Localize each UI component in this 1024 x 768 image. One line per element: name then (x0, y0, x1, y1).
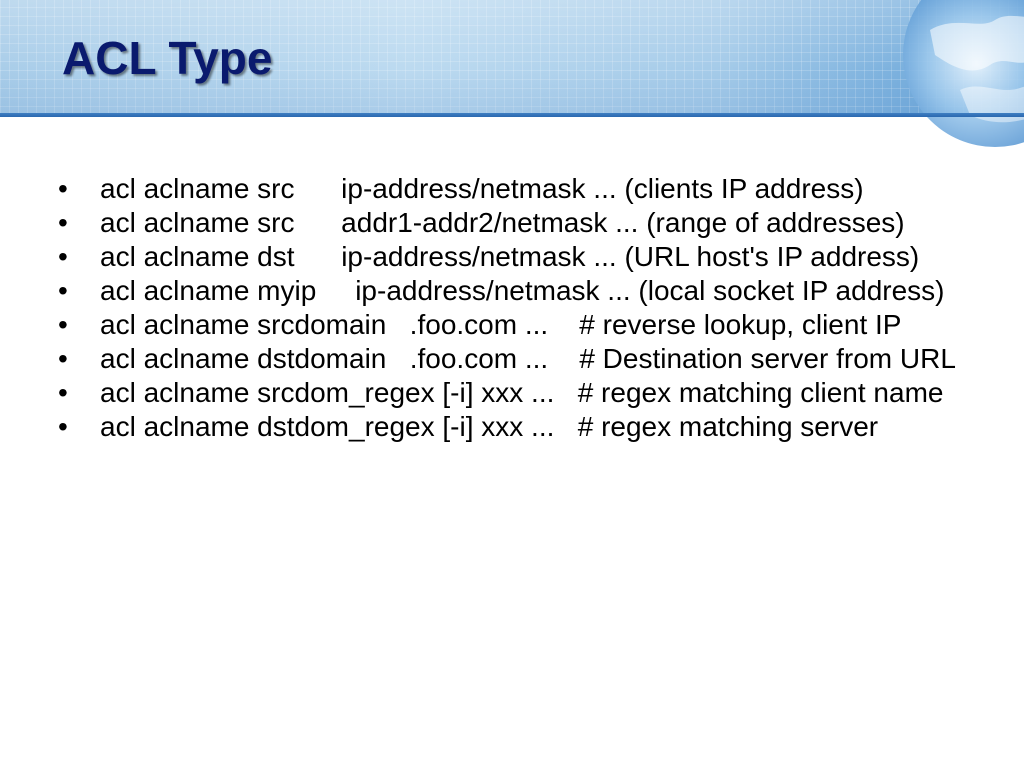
bullet-icon: • (58, 343, 68, 374)
list-item: • acl aclname dstdomain .foo.com ... # D… (58, 343, 978, 374)
bullet-icon: • (58, 377, 68, 408)
bullet-text: acl aclname dst ip-address/netmask ... (… (100, 241, 920, 272)
list-item: • acl aclname myip ip-address/netmask ..… (58, 275, 978, 306)
bullet-list: • acl aclname src ip-address/netmask ...… (58, 173, 978, 448)
bullet-icon: • (58, 207, 68, 238)
list-item: • acl aclname dstdom_regex [-i] xxx ... … (58, 411, 978, 442)
bullet-text: acl aclname dstdom_regex [-i] xxx ... # … (100, 411, 879, 442)
list-item: • acl aclname srcdom_regex [-i] xxx ... … (58, 377, 978, 408)
bullet-icon: • (58, 241, 68, 272)
bullet-text: acl aclname srcdomain .foo.com ... # rev… (100, 309, 902, 340)
bullet-icon: • (58, 173, 68, 204)
bullet-text: acl aclname dstdomain .foo.com ... # Des… (100, 343, 956, 374)
bullet-text: acl aclname srcdom_regex [-i] xxx ... # … (100, 377, 944, 408)
list-item: • acl aclname dst ip-address/netmask ...… (58, 241, 978, 272)
list-item: • acl aclname src addr1-addr2/netmask ..… (58, 207, 978, 238)
bullet-icon: • (58, 309, 68, 340)
title-banner-shade (0, 0, 1024, 116)
bullet-text: acl aclname src ip-address/netmask ... (… (100, 173, 864, 204)
bullet-icon: • (58, 411, 68, 442)
list-item: • acl aclname srcdomain .foo.com ... # r… (58, 309, 978, 340)
slide-title: ACL Type (62, 32, 273, 84)
title-banner (0, 0, 1024, 116)
globe-icon (903, 0, 1024, 147)
bullet-text: acl aclname src addr1-addr2/netmask ... … (100, 207, 905, 238)
list-item: • acl aclname src ip-address/netmask ...… (58, 173, 978, 204)
bullet-text: acl aclname myip ip-address/netmask ... … (100, 275, 945, 306)
bullet-icon: • (58, 275, 68, 306)
title-banner-edge (0, 113, 1024, 117)
